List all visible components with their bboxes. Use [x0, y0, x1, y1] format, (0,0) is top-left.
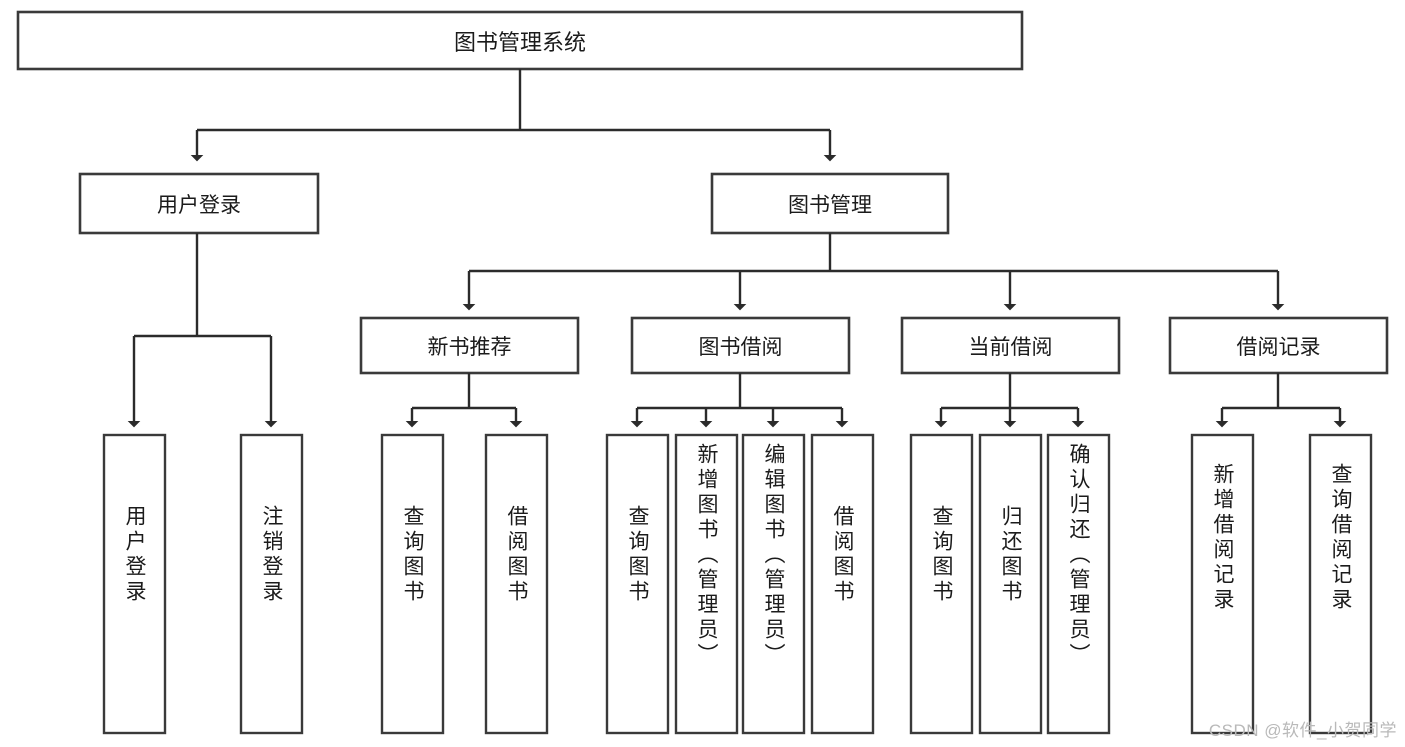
leaf-box-edit-book-admin[interactable] [741, 433, 806, 735]
leaf-box-add-book-admin[interactable] [674, 433, 739, 735]
node-root-box[interactable] [16, 10, 1024, 71]
node-new-book-box[interactable] [359, 316, 580, 375]
leaf-box-borrow-book[interactable] [810, 433, 875, 735]
leaf-box-logout[interactable] [239, 433, 304, 735]
leaf-box-user-login[interactable] [102, 433, 167, 735]
leaf-box-query-book-borrow[interactable] [605, 433, 670, 735]
leaf-box-query-book-newbook[interactable] [380, 433, 445, 735]
leaf-box-confirm-return-admin[interactable] [1046, 433, 1111, 735]
node-book-manage-box[interactable] [710, 172, 950, 235]
leaf-box-return-book[interactable] [978, 433, 1043, 735]
node-book-borrow-box[interactable] [630, 316, 851, 375]
leaf-box-add-borrow-record[interactable] [1190, 433, 1255, 735]
node-current-borrow-box[interactable] [900, 316, 1121, 375]
node-borrow-record-box[interactable] [1168, 316, 1389, 375]
leaf-box-query-book-current[interactable] [909, 433, 974, 735]
leaf-box-query-borrow-record[interactable] [1308, 433, 1373, 735]
node-user-login-box[interactable] [78, 172, 320, 235]
leaf-box-borrow-book-newbook[interactable] [484, 433, 549, 735]
